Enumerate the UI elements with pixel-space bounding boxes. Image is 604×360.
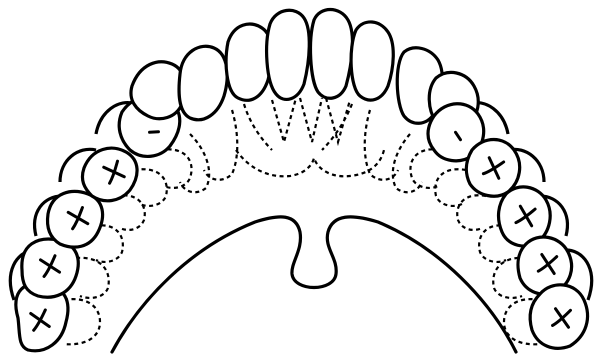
teeth-group <box>10 10 591 351</box>
tooth-left-central <box>267 10 310 99</box>
tooth-left-central-outer <box>226 24 272 100</box>
tooth-right-back-molar <box>530 285 587 348</box>
tooth-right-central-outer <box>351 22 393 100</box>
ghost-incisors <box>236 98 384 176</box>
palate-outline <box>112 217 516 352</box>
ghost-left-upper <box>134 149 192 206</box>
tooth-left-second-premolar <box>82 148 137 201</box>
tooth-right-central <box>311 10 353 99</box>
tooth-left-first-molar <box>48 191 103 247</box>
tooth-left-canine <box>131 62 185 119</box>
tooth-left-lateral <box>179 46 227 119</box>
